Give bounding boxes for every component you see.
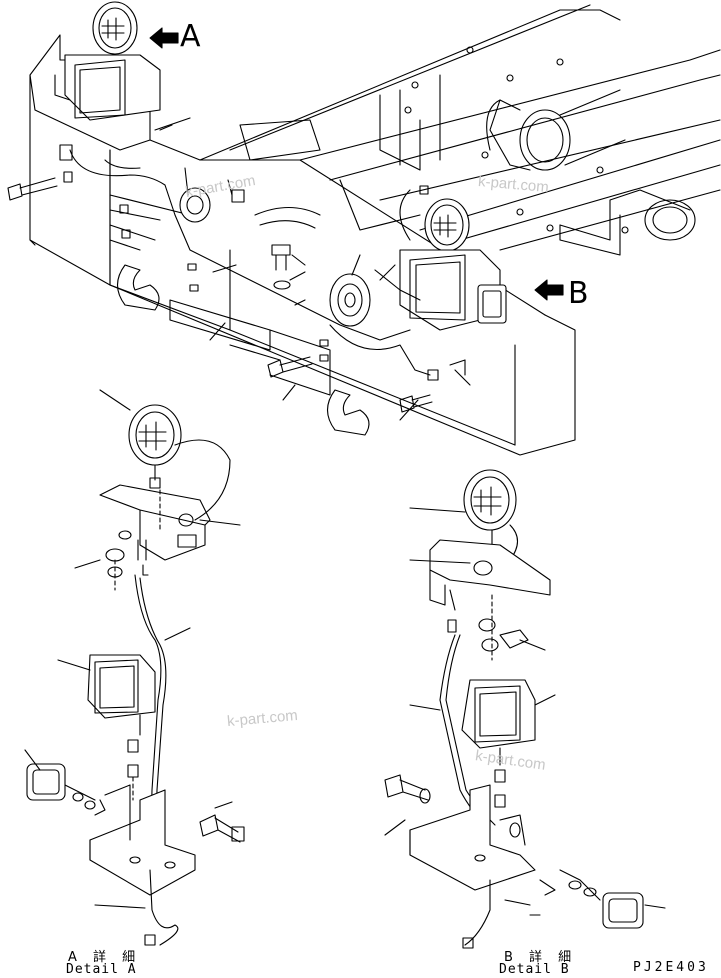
- detail-b-assembly: [384, 469, 666, 949]
- horn-left: [179, 187, 211, 223]
- drawing-code: PJ2E403: [633, 960, 709, 975]
- work-lamp-left-top: [54, 1, 161, 121]
- work-lamp-right-top: [399, 198, 507, 331]
- callout-label-b: B: [568, 276, 589, 311]
- leader-lines-top: [154, 117, 471, 421]
- detail-a-title-en: Detail A: [66, 962, 137, 977]
- bolts-top: [7, 177, 433, 413]
- detail-b-title-en: Detail B: [499, 962, 570, 977]
- wiring-harness-top: [59, 144, 466, 381]
- arrow-a: [149, 27, 179, 49]
- callout-label-a: A: [180, 19, 201, 54]
- detail-a-title-jp: A 詳 細: [68, 950, 142, 965]
- detail-b-title-jp: B 詳 細: [504, 950, 578, 965]
- detail-a-assembly: [24, 389, 245, 946]
- arrow-b: [534, 279, 564, 301]
- main-frame-assembly: [29, 4, 721, 456]
- horn-center: [329, 273, 371, 327]
